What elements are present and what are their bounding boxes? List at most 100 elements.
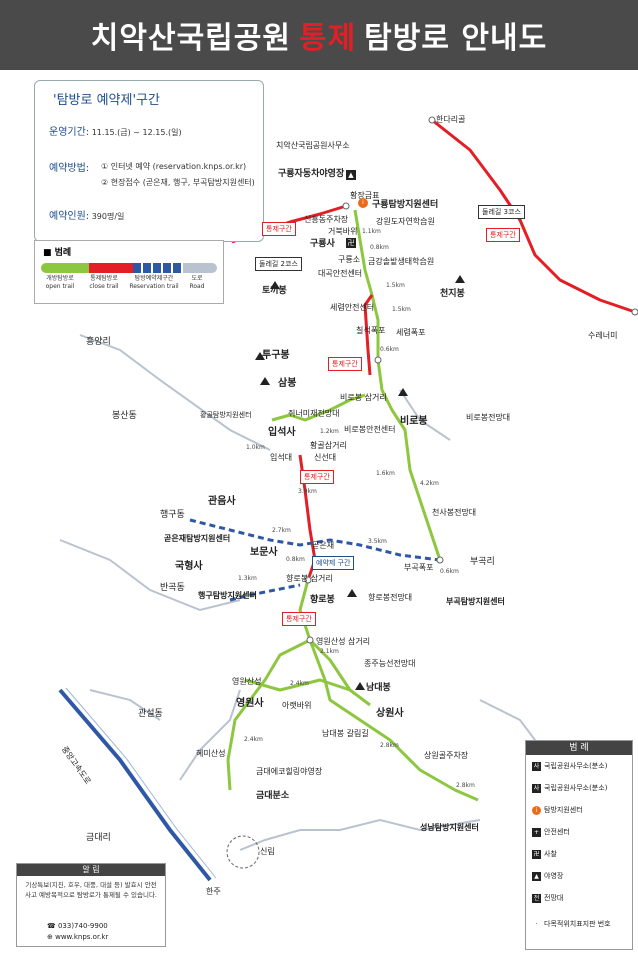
legend-item-observatory: 전망대	[544, 894, 564, 902]
place-haenggu: 행구동	[160, 510, 185, 520]
dist-12: 0.8km	[286, 556, 305, 563]
dist-15: 2.4km	[244, 736, 263, 743]
info-center-legend-icon: i	[532, 805, 541, 815]
dist-11: 3.5km	[368, 538, 387, 545]
place-ipseokdae: 입석대	[270, 453, 293, 462]
temple-legend-icon: 卍	[532, 849, 541, 859]
trail-legend-title: ■ 범례	[43, 248, 72, 258]
notice-phone[interactable]: 033)740-9900	[57, 922, 108, 930]
place-gangwon: 강원도자연학습원	[376, 217, 435, 226]
closed-tag-5: 통제구간	[282, 612, 316, 626]
dist-18: 2.1km	[320, 648, 339, 655]
place-hyemi: 혜미산성	[196, 749, 226, 758]
place-biro-safe: 비로봉안전센터	[344, 425, 396, 434]
signpost-icon: ·	[532, 919, 541, 929]
dist-14: 2.4km	[290, 680, 309, 687]
notice-title: 알 림	[17, 864, 165, 876]
place-biro-obs: 비로봉전망대	[466, 413, 511, 422]
legend-swatch-closed	[89, 263, 133, 273]
place-gukhyeongsa: 국형사	[175, 561, 203, 572]
place-hanju: 한주	[206, 887, 221, 896]
people-value: 390명/일	[91, 212, 125, 221]
dist-6: 0.6km	[380, 346, 399, 353]
legend-swatch-road	[183, 263, 217, 273]
place-bugok-falls: 부곡폭포	[404, 563, 434, 572]
landmark-circle	[226, 835, 260, 869]
place-jongmo-obs: 종주능선전망대	[364, 659, 416, 668]
place-hwangjang: 황장금표	[350, 191, 380, 200]
period-value: 11.15.(금) ~ 12.15.(일)	[91, 128, 182, 137]
place-bugok-center: 부곡탐방지원센터	[446, 597, 505, 606]
page-title: 치악산국립공원 통제 탐방로 안내도	[0, 0, 638, 70]
place-office: 치악산국립공원사무소	[276, 141, 350, 150]
place-birobong: 비로봉	[400, 416, 428, 427]
dist-1: 1.1km	[362, 228, 381, 235]
method-label: 예약방법:	[49, 163, 90, 174]
legend-item-office: 국립공원사무소(분소)	[544, 762, 608, 770]
info-center-icon: i	[358, 198, 368, 208]
method-internet[interactable]: ① 인터넷 예약 (reservation.knps.or.kr)	[101, 162, 247, 171]
place-guryongso: 구룡소	[338, 255, 361, 264]
place-handari: 한다리골	[436, 115, 466, 124]
place-hyangnobong: 향로봉	[310, 595, 335, 605]
place-ipseoksa: 입석사	[268, 427, 296, 438]
observatory-icon: 전	[532, 893, 541, 903]
office-icon: 사	[532, 761, 541, 771]
place-hyangno-samgeo: 향로봉 삼거리	[286, 574, 333, 583]
place-guryongsa: 구룡사	[310, 239, 335, 249]
closed-tag-3: 통제구간	[328, 357, 362, 371]
notice-body: 기상특보(지진, 호우, 대풍, 대설 등) 발효시 안전사고 예방목적으로 탐…	[25, 881, 157, 899]
notice-web[interactable]: www.knps.or.kr	[55, 933, 109, 941]
place-geumdae-ri: 금대리	[86, 833, 111, 843]
place-hwangol-samgeo: 황골삼거리	[310, 441, 347, 450]
place-geumdae-camp: 금대에코힐링야영장	[256, 767, 323, 776]
place-seryeom: 세렴안전센터	[330, 303, 375, 312]
dist-8: 3.9km	[298, 488, 317, 495]
globe-icon: ⊕	[47, 933, 56, 941]
place-cheonsa-obs: 천사봉전망대	[432, 508, 477, 517]
dist-5: 1.0km	[246, 444, 265, 451]
place-cheonji: 천지봉	[440, 289, 465, 299]
dist-2: 0.8km	[370, 244, 389, 251]
place-bomunsa: 보문사	[250, 547, 278, 558]
place-bangok: 반곡동	[160, 583, 185, 593]
campground-legend-icon: ▲	[532, 871, 541, 881]
temple-icon: 卍	[346, 238, 356, 248]
place-gwaneumsa: 관음사	[208, 496, 236, 507]
dist-10: 2.7km	[272, 527, 291, 534]
place-geumdae-branch: 금대분소	[256, 791, 290, 801]
dist-13: 0.6km	[440, 568, 459, 575]
place-namdaebong: 남대봉	[366, 683, 391, 693]
title-prefix: 치악산국립공원	[90, 21, 291, 56]
dist-7: 1.6km	[376, 470, 395, 477]
closed-tag-2: 통제구간	[486, 228, 520, 242]
legend-label-road: 도로 Road	[189, 275, 205, 290]
place-surenemi: 수레너미	[588, 331, 618, 340]
place-chilseok: 칠석폭포	[356, 326, 386, 335]
place-heungyang: 흥양리	[86, 337, 111, 347]
place-guryong-camp: 구룡자동차야영장	[278, 169, 345, 179]
dist-4: 1.2km	[320, 428, 339, 435]
phone-icon: ☎	[47, 922, 58, 930]
legend-swatch-reservation	[133, 263, 183, 273]
legend-item-safety: 안전센터	[544, 828, 570, 836]
place-tojeon: 토끼봉	[262, 286, 287, 296]
place-hwangol: 황골탐방지원센터	[200, 411, 252, 419]
dist-19: 4.2km	[420, 480, 439, 487]
road-lines	[59, 334, 551, 851]
trail-legend: ■ 범례 개방탐방로 open trail 통제탐방로 close trail …	[34, 240, 224, 304]
legend-item-info: 탐방지원센터	[544, 806, 583, 814]
junction-dots	[304, 116, 638, 644]
place-sangwon-parking: 상원골주차장	[424, 751, 469, 760]
facility-legend-title: 범 례	[526, 741, 632, 755]
place-araet: 아랫바위	[282, 701, 312, 710]
place-biro-samgeo: 비로봉 삼거리	[340, 393, 387, 402]
place-guryong-center: 구룡탐방지원센터	[372, 200, 439, 210]
title-accent: 통제	[298, 21, 357, 56]
dulle-3-tag: 둘레길 3코스	[478, 205, 525, 219]
trail-map	[58, 116, 638, 882]
dist-3: 1.5km	[386, 282, 405, 289]
reservation-title: '탐방로 예약제'구간	[53, 93, 160, 108]
highway-line	[58, 688, 212, 882]
